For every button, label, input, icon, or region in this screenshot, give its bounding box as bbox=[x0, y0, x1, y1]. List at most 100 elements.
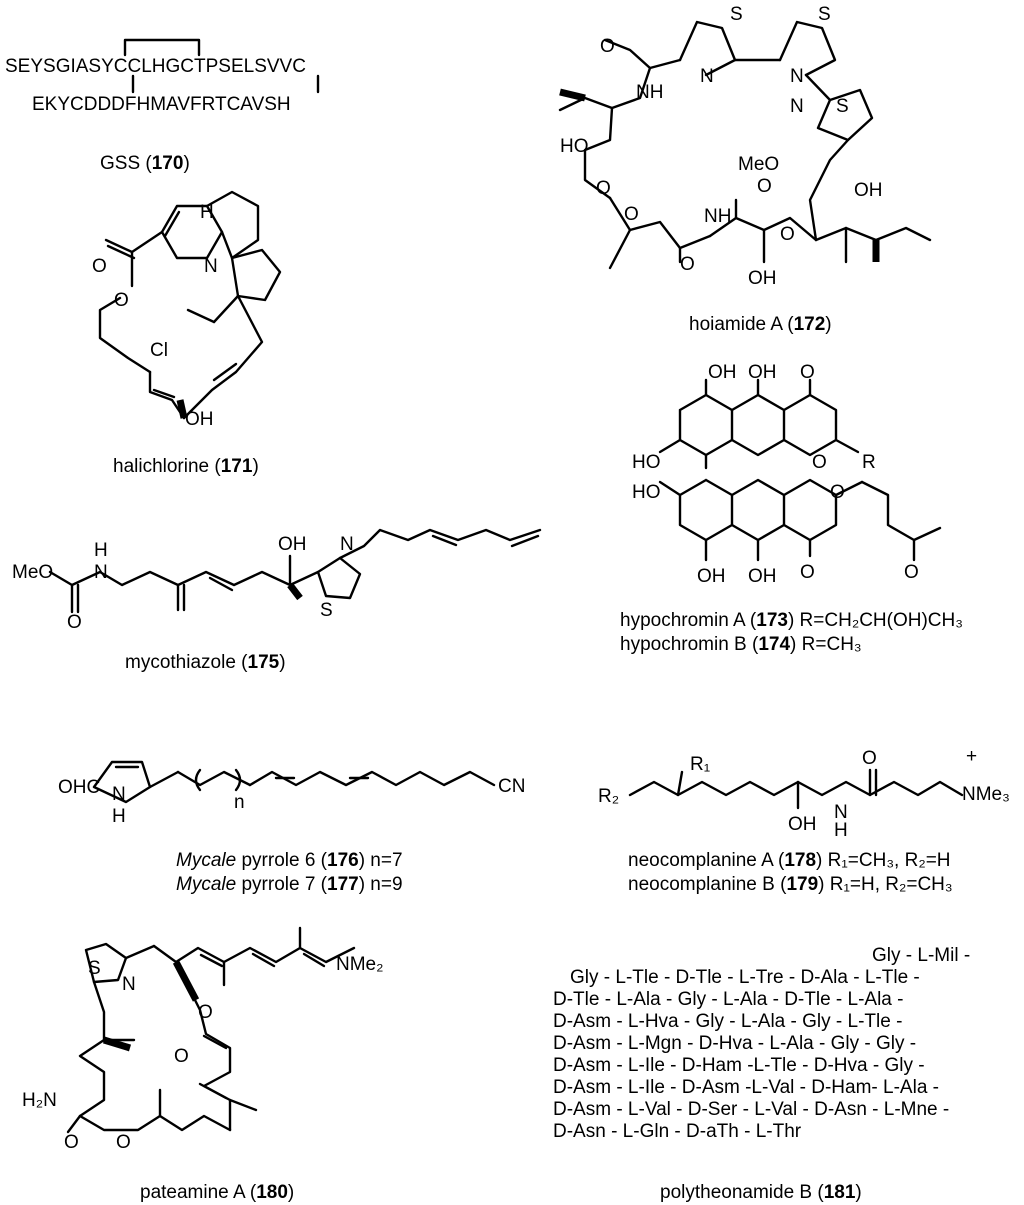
label-O-b: O bbox=[812, 452, 827, 473]
caption-171: halichlorine (171) bbox=[113, 456, 259, 477]
label-OH-b: OH bbox=[748, 362, 777, 383]
label-H: H bbox=[200, 202, 214, 223]
label-n: n bbox=[234, 792, 245, 813]
structure-173-174: OH OH O HO O R HO O O OH OH O hypochromi… bbox=[620, 362, 963, 655]
structure-171: H N O O Cl OH halichlorine (171) bbox=[92, 190, 282, 477]
wedge-bond bbox=[172, 960, 200, 1002]
wedge-bond bbox=[176, 399, 188, 419]
label-O-2: O bbox=[596, 178, 611, 199]
label-O-d: O bbox=[904, 562, 919, 583]
label-H-pyrrole: H bbox=[112, 806, 126, 827]
label-O-carbonyl: O bbox=[92, 256, 107, 277]
label-Cl: Cl bbox=[150, 340, 168, 361]
gss-sequence-bottom: EKYCDDDFHMAVFRTCAVSH bbox=[32, 94, 291, 115]
label-R1: R₁ bbox=[690, 754, 710, 775]
structure-180: S N NMe₂ O O H₂N O O pateamine A (180) bbox=[22, 926, 384, 1203]
sequence-line-7: D-Asm - L-Val - D-Ser - L-Val - D-Asn - … bbox=[553, 1099, 949, 1120]
label-H-amide: H bbox=[94, 540, 108, 561]
label-N-2: N bbox=[790, 66, 804, 87]
label-CN: CN bbox=[498, 776, 525, 797]
caption-175: mycothiazole (175) bbox=[125, 652, 286, 673]
structure-181: Gly - L-Mil - Gly - L-Tle - D-Tle - L-Tr… bbox=[553, 945, 970, 1203]
label-O-c: O bbox=[830, 482, 845, 503]
label-N-1: N bbox=[700, 66, 714, 87]
sequence-line-6: D-Asm - L-Ile - D-Asm -L-Val - D-Ham- L-… bbox=[553, 1077, 939, 1098]
label-OH-2: OH bbox=[748, 268, 777, 289]
label-O-ester-1: O bbox=[198, 1002, 213, 1023]
label-OH-d: OH bbox=[748, 566, 777, 587]
caption-176: Mycale pyrrole 6 (176) n=7 bbox=[176, 850, 403, 871]
label-OH: OH bbox=[278, 534, 307, 555]
label-O-ester-2: O bbox=[116, 1132, 131, 1153]
label-N-thiazole: N bbox=[340, 534, 354, 555]
label-O-3: O bbox=[624, 204, 639, 225]
structure-170: SEYSGIASYCCLHGCTPSELSVVC EKYCDDDFHMAVFRT… bbox=[5, 38, 320, 174]
label-N: N bbox=[204, 256, 218, 277]
structure-175: MeO H N O OH N S mycothiazole (175) bbox=[12, 528, 542, 673]
label-S-2: S bbox=[818, 4, 831, 25]
label-OH: OH bbox=[185, 409, 214, 430]
label-OH-a: OH bbox=[708, 362, 737, 383]
sequence-line-2: D-Tle - L-Ala - Gly - L-Ala - D-Tle - L-… bbox=[553, 989, 903, 1010]
label-O-amide: O bbox=[862, 748, 877, 769]
label-O-ester: O bbox=[114, 290, 129, 311]
label-S-thiazole: S bbox=[320, 600, 333, 621]
disulfide-bonds bbox=[123, 38, 320, 94]
label-S-thiazole: S bbox=[88, 958, 101, 979]
label-S-3: S bbox=[836, 96, 849, 117]
label-OHC: OHC bbox=[58, 777, 100, 798]
label-HO-a: HO bbox=[632, 452, 661, 473]
caption-170: GSS (170) bbox=[100, 153, 190, 174]
label-N-thiazole: N bbox=[122, 974, 136, 995]
label-O-a: O bbox=[800, 362, 815, 383]
label-N-amide: N bbox=[834, 802, 848, 823]
label-O-carbonyl-2: O bbox=[64, 1132, 79, 1153]
caption-178: neocomplanine A (178) R₁=CH₃, R₂=H bbox=[628, 850, 951, 871]
caption-177: Mycale pyrrole 7 (177) n=9 bbox=[176, 874, 403, 895]
label-NMe2: NMe₂ bbox=[336, 954, 384, 975]
sequence-line-5: D-Asm - L-Ile - D-Ham -L-Tle - D-Hva - G… bbox=[553, 1055, 925, 1076]
label-O-6: O bbox=[680, 254, 695, 275]
sequence-line-1: Gly - L-Tle - D-Tle - L-Tre - D-Ala - L-… bbox=[570, 967, 920, 988]
label-R2: R₂ bbox=[598, 786, 619, 807]
caption-173: hypochromin A (173) R=CH₂CH(OH)CH₃ bbox=[620, 610, 963, 631]
caption-181: polytheonamide B (181) bbox=[660, 1182, 862, 1203]
sequence-line-8: D-Asn - L-Gln - D-aTh - L-Thr bbox=[553, 1121, 802, 1142]
label-R: R bbox=[862, 452, 876, 473]
label-O-carbamate: O bbox=[67, 612, 82, 633]
caption-179: neocomplanine B (179) R₁=H, R₂=CH₃ bbox=[628, 874, 953, 895]
label-HO: HO bbox=[560, 136, 589, 157]
caption-180: pateamine A (180) bbox=[140, 1182, 294, 1203]
caption-174: hypochromin B (174) R=CH₃ bbox=[620, 634, 862, 655]
label-H2N: H₂N bbox=[22, 1090, 57, 1111]
label-N-3: N bbox=[790, 96, 804, 117]
label-N-amide: N bbox=[94, 562, 108, 583]
caption-172: hoiamide A (172) bbox=[689, 314, 832, 335]
label-MeO: MeO bbox=[12, 562, 53, 583]
wedge-bond bbox=[287, 582, 303, 601]
label-H-amide: H bbox=[834, 820, 848, 841]
wedge-bond bbox=[102, 1036, 132, 1052]
label-O-e: O bbox=[800, 562, 815, 583]
label-MeO: MeO bbox=[738, 154, 779, 175]
label-OH-1: OH bbox=[854, 180, 883, 201]
wedge-bond bbox=[559, 88, 586, 102]
gss-sequence-top: SEYSGIASYCCLHGCTPSELSVVC bbox=[5, 56, 306, 77]
label-NH-2: NH bbox=[704, 206, 731, 227]
structure-176-177: OHC N H n CN Mycale pyrrole 6 (176) n=7 … bbox=[58, 760, 525, 895]
label-N-pyrrole: N bbox=[112, 784, 126, 805]
label-plus: + bbox=[966, 746, 977, 767]
label-OH: OH bbox=[788, 814, 817, 835]
label-NMe3: NMe₃ bbox=[962, 784, 1010, 805]
label-O-5: O bbox=[757, 176, 772, 197]
label-NH-1: NH bbox=[636, 82, 663, 103]
label-S-1: S bbox=[730, 4, 743, 25]
label-HO-b: HO bbox=[632, 482, 661, 503]
structure-172: S S N N N S O NH HO MeO OH O O NH O O O … bbox=[558, 4, 932, 335]
sequence-line-4: D-Asm - L-Mgn - D-Hva - L-Ala - Gly - Gl… bbox=[553, 1033, 916, 1054]
label-O-1: O bbox=[600, 36, 615, 57]
label-O-4: O bbox=[780, 224, 795, 245]
sequence-line-3: D-Asm - L-Hva - Gly - L-Ala - Gly - L-Tl… bbox=[553, 1011, 902, 1032]
sequence-line-0: Gly - L-Mil - bbox=[872, 945, 970, 966]
